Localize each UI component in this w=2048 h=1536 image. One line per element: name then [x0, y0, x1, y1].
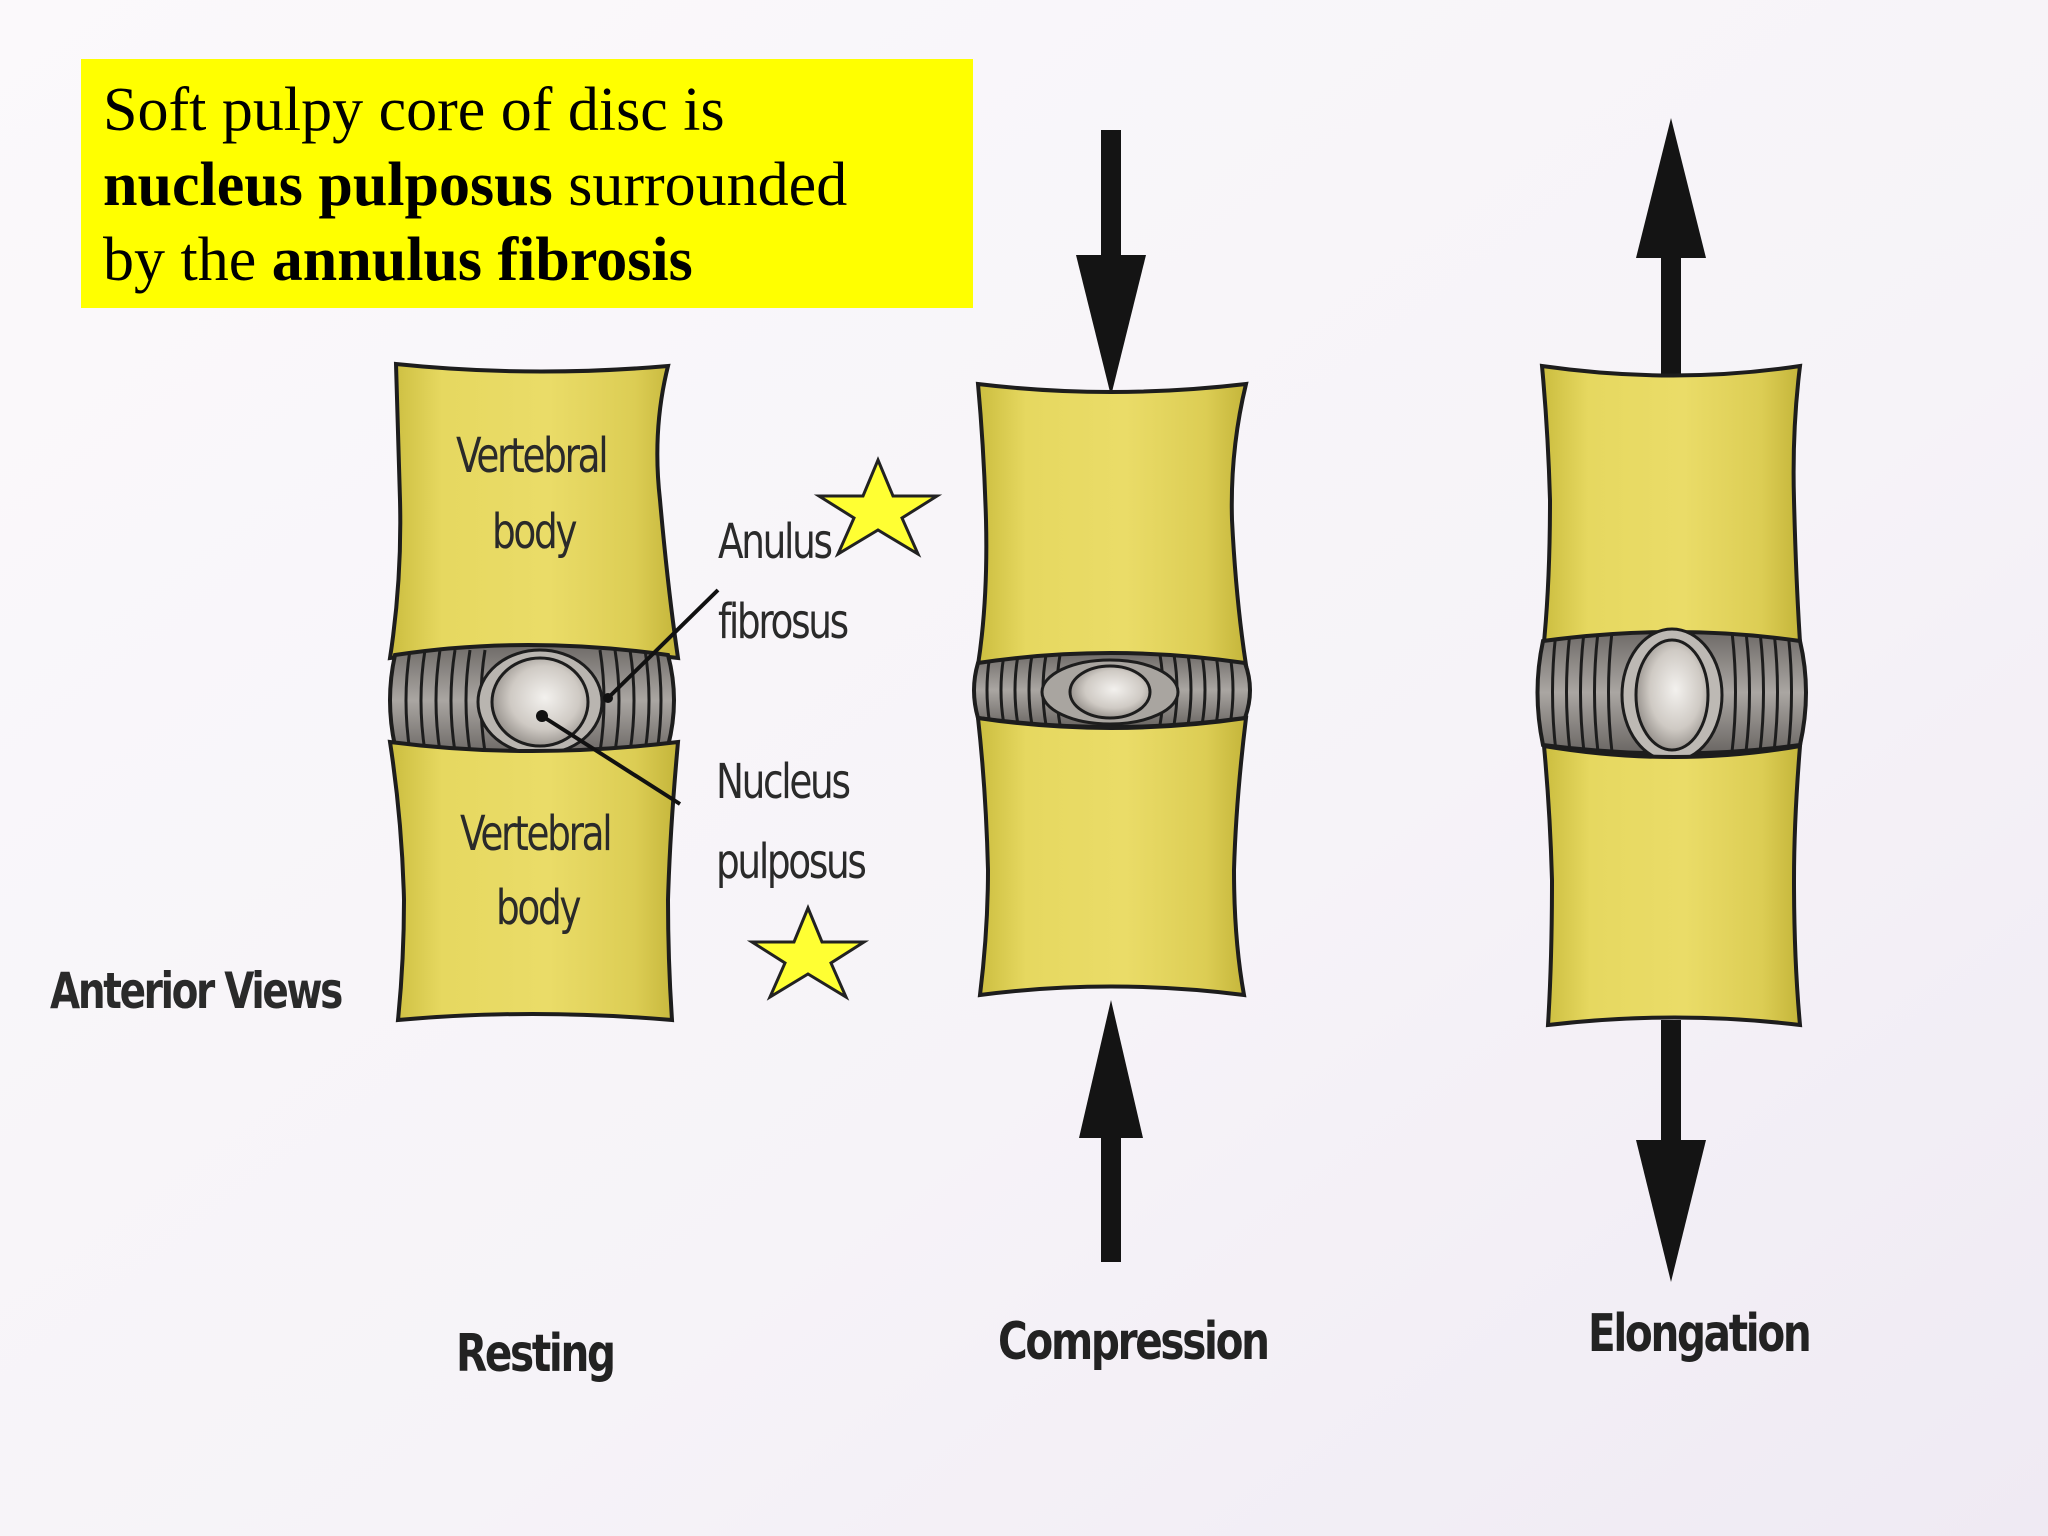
anulus-label-1: Anulus — [718, 514, 833, 570]
anulus-leader-line — [606, 588, 720, 700]
callout-line-1: Soft pulpy core of disc is — [103, 76, 725, 144]
compression-disc — [972, 651, 1252, 729]
anterior-views-label: Anterior Views — [50, 962, 343, 1020]
vertebral-body-top-label-2: body — [492, 504, 578, 560]
resting-top-vertebra — [387, 361, 681, 661]
elongation-disc — [1535, 627, 1808, 763]
elongation-vertebra-group — [1535, 118, 1808, 1282]
compression-bottom-vertebra — [975, 715, 1249, 998]
elongation-bottom-vertebra — [1541, 743, 1803, 1028]
callout-line-2-rest: surrounded — [552, 151, 848, 219]
star-icon — [813, 456, 943, 558]
callout-line-2: nucleus pulposus surrounded — [103, 148, 951, 223]
caption-resting: Resting — [456, 1324, 616, 1384]
anulus-label-2: fibrosus — [718, 594, 849, 650]
compression-top-vertebra — [975, 381, 1249, 668]
up-arrow-icon — [1079, 1000, 1143, 1262]
vertebral-body-bottom-label-2: body — [496, 880, 582, 936]
resting-bottom-vertebra — [387, 739, 681, 1023]
nucleus-label-2: pulposus — [716, 834, 867, 890]
vertebral-body-top-label-1: Vertebral — [456, 428, 609, 484]
star-icon — [746, 904, 870, 1001]
nucleus-leader-line — [540, 714, 682, 806]
caption-compression: Compression — [998, 1312, 1270, 1372]
nucleus-pulposus-bold: nucleus pulposus — [103, 151, 553, 219]
elongation-top-vertebra — [1539, 363, 1803, 645]
vertebral-body-bottom-label-1: Vertebral — [460, 806, 613, 862]
resting-vertebra-group — [387, 361, 720, 1023]
down-arrow-icon — [1076, 130, 1146, 396]
callout-line-3: by the annulus fibrosis — [103, 223, 951, 298]
annulus-fibrosis-bold: annulus fibrosis — [271, 226, 693, 294]
double-arrow-icon — [1636, 118, 1706, 1282]
caption-elongation: Elongation — [1588, 1304, 1812, 1364]
callout-line-3-pre: by the — [103, 226, 272, 294]
compression-vertebra-group — [972, 130, 1252, 1262]
callout-box: Soft pulpy core of disc is nucleus pulpo… — [81, 59, 973, 308]
nucleus-label-1: Nucleus — [716, 754, 851, 810]
resting-disc — [388, 643, 676, 758]
